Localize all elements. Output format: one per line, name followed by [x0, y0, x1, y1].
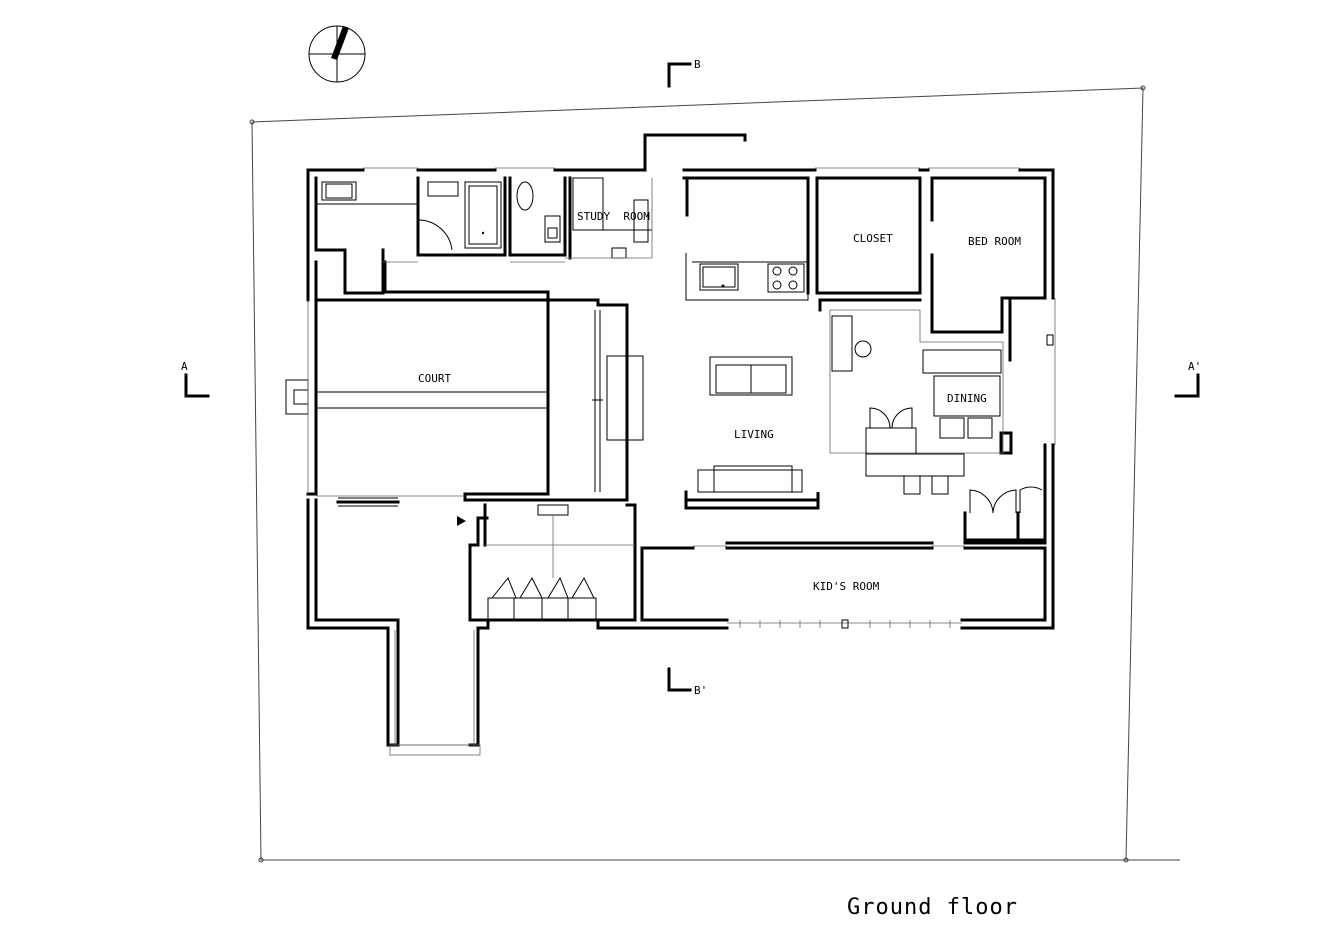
section-label-a: A [181, 360, 188, 373]
room-label-closet: CLOSET [853, 232, 893, 245]
room-label-dining: DINING [947, 392, 987, 405]
section-marker-a-prime: A' [1174, 360, 1201, 398]
section-marker-b: B [667, 58, 701, 88]
walls [285, 133, 1056, 756]
room-label-court: COURT [418, 372, 451, 385]
section-label-b: B [694, 58, 701, 71]
fixtures [316, 177, 1043, 621]
plan-caption: Ground floor [847, 895, 1018, 920]
north-arrow-icon [308, 25, 366, 83]
room-label-bedroom: BED ROOM [968, 235, 1021, 248]
site-boundary [249, 85, 1180, 863]
section-label-a-prime: A' [1188, 360, 1201, 373]
entrance-arrow-icon [457, 516, 466, 526]
room-label-living: LIVING [734, 428, 774, 441]
section-marker-a: A [181, 360, 210, 398]
section-marker-b-prime: B' [667, 667, 707, 697]
section-label-b-prime: B' [694, 684, 707, 697]
room-label-study: STUDY ROOM [577, 210, 650, 223]
room-label-kids: KID'S ROOM [813, 580, 880, 593]
